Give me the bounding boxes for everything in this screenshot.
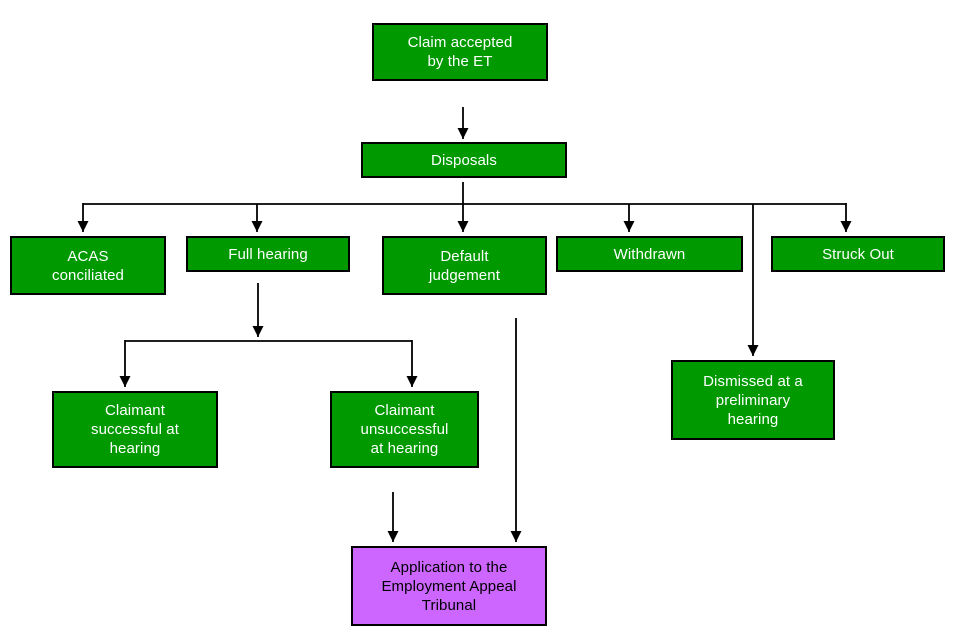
node-claimant-unsuccessful: Claimant unsuccessful at hearing [330, 391, 479, 468]
node-application-eat: Application to the Employment Appeal Tri… [351, 546, 547, 626]
node-dismissed-preliminary: Dismissed at a preliminary hearing [671, 360, 835, 440]
node-default-judgement: Default judgement [382, 236, 547, 295]
node-withdrawn: Withdrawn [556, 236, 743, 272]
node-full-hearing: Full hearing [186, 236, 350, 272]
node-claim-accepted: Claim accepted by the ET [372, 23, 548, 81]
node-acas-conciliated: ACAS conciliated [10, 236, 166, 295]
node-claimant-successful: Claimant successful at hearing [52, 391, 218, 468]
node-struck-out: Struck Out [771, 236, 945, 272]
node-disposals: Disposals [361, 142, 567, 178]
